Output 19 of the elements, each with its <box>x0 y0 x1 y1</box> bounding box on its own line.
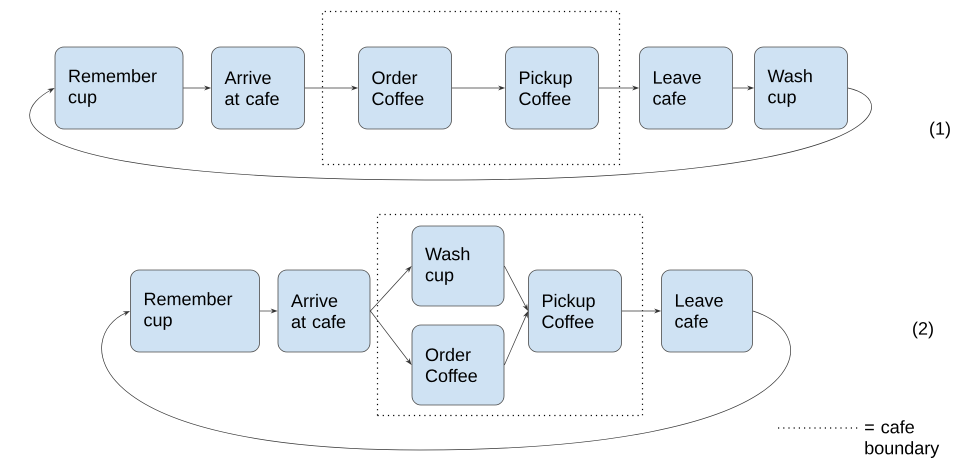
loop-arrow <box>102 310 790 450</box>
process-box: Leave cafe <box>639 46 733 130</box>
diagram-number: (2) <box>913 322 933 338</box>
process-box: Arrive at cafe <box>278 270 370 352</box>
loop-arrow <box>29 88 872 180</box>
process-box: Order Coffee <box>358 46 452 130</box>
process-box: Remember cup <box>130 270 260 352</box>
process-box: Pickup Coffee <box>528 270 622 352</box>
process-box: Wash cup <box>412 226 504 306</box>
process-box: Leave cafe <box>661 270 753 352</box>
process-box: Arrive at cafe <box>211 46 305 130</box>
process-box: Order Coffee <box>412 324 504 406</box>
legend-text: = cafe boundary <box>865 420 940 458</box>
boundary-box <box>322 10 620 166</box>
boundary-box <box>376 214 644 416</box>
process-box: Remember cup <box>54 46 184 130</box>
diagram-number: (1) <box>930 122 950 138</box>
process-box: Wash cup <box>754 46 848 130</box>
process-box: Pickup Coffee <box>505 46 599 130</box>
